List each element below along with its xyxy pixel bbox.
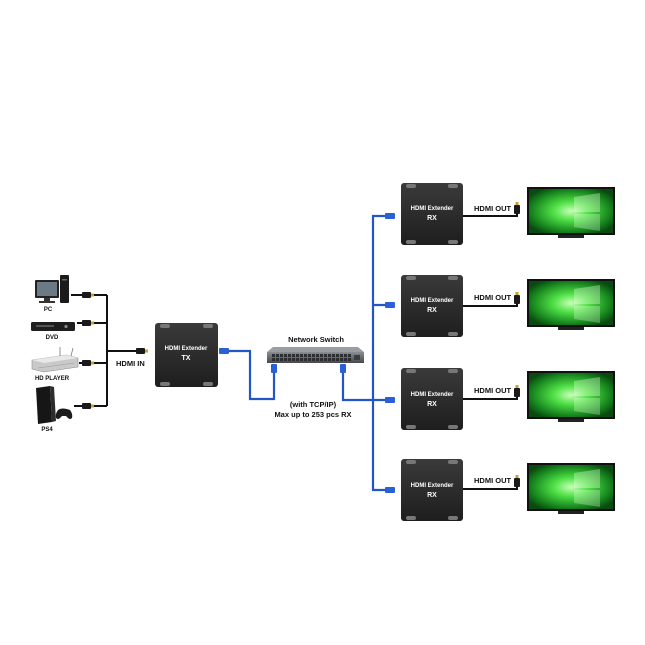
hdmi-out-label: HDMI OUT xyxy=(474,293,511,302)
source-label-pc: PC xyxy=(44,307,53,313)
transmitter-type: TX xyxy=(182,355,191,362)
network-switch-icon xyxy=(267,347,364,363)
network-switch-label: Network Switch xyxy=(288,335,344,344)
display-monitor xyxy=(527,371,615,422)
receiver-unit: HDMI Extender RX xyxy=(401,459,463,521)
pc-icon xyxy=(35,275,69,303)
receiver-unit: HDMI Extender RX xyxy=(401,183,463,245)
hdmi-input-cables xyxy=(71,294,137,407)
hd-player-icon xyxy=(31,347,79,373)
transmitter-label: HDMI Extender xyxy=(165,346,208,352)
hdmi-out-label: HDMI OUT xyxy=(474,386,511,395)
receiver-type: RX xyxy=(427,215,437,222)
rj45-connectors xyxy=(219,213,395,493)
source-label-hd-player: HD PLAYER xyxy=(35,376,70,382)
hdmi-in-label: HDMI IN xyxy=(116,359,145,368)
receiver-type: RX xyxy=(427,492,437,499)
source-ps4: PS4 xyxy=(36,386,73,433)
display-monitor xyxy=(527,187,615,238)
source-hd-player: HD PLAYER xyxy=(31,347,79,382)
receiver-label: HDMI Extender xyxy=(411,483,454,489)
hdmi-connectors-right xyxy=(514,202,520,487)
display-monitor xyxy=(527,463,615,514)
receiver-unit: HDMI Extender RX xyxy=(401,368,463,430)
hdmi-connectors-left xyxy=(82,292,148,409)
source-pc: PC xyxy=(35,275,69,313)
source-dvd: DVD xyxy=(31,322,75,341)
display-monitor xyxy=(527,279,615,330)
ps4-console-icon xyxy=(36,386,73,424)
network-note-line2: Max up to 253 pcs RX xyxy=(274,410,351,419)
receiver-label: HDMI Extender xyxy=(411,392,454,398)
hdmi-out-label: HDMI OUT xyxy=(474,476,511,485)
network-switch: Network Switch xyxy=(267,335,364,363)
hdmi-output-cables xyxy=(463,213,518,490)
receiver-type: RX xyxy=(427,401,437,408)
hdmi-out-label: HDMI OUT xyxy=(474,204,511,213)
receiver-label: HDMI Extender xyxy=(411,206,454,212)
transmitter-unit: HDMI Extender TX xyxy=(155,323,218,387)
source-label-ps4: PS4 xyxy=(41,427,53,433)
source-label-dvd: DVD xyxy=(46,335,59,341)
dvd-player-icon xyxy=(31,322,75,331)
receiver-label: HDMI Extender xyxy=(411,298,454,304)
network-note-line1: (with TCP/IP) xyxy=(290,400,337,409)
receiver-type: RX xyxy=(427,307,437,314)
receiver-unit: HDMI Extender RX xyxy=(401,275,463,337)
